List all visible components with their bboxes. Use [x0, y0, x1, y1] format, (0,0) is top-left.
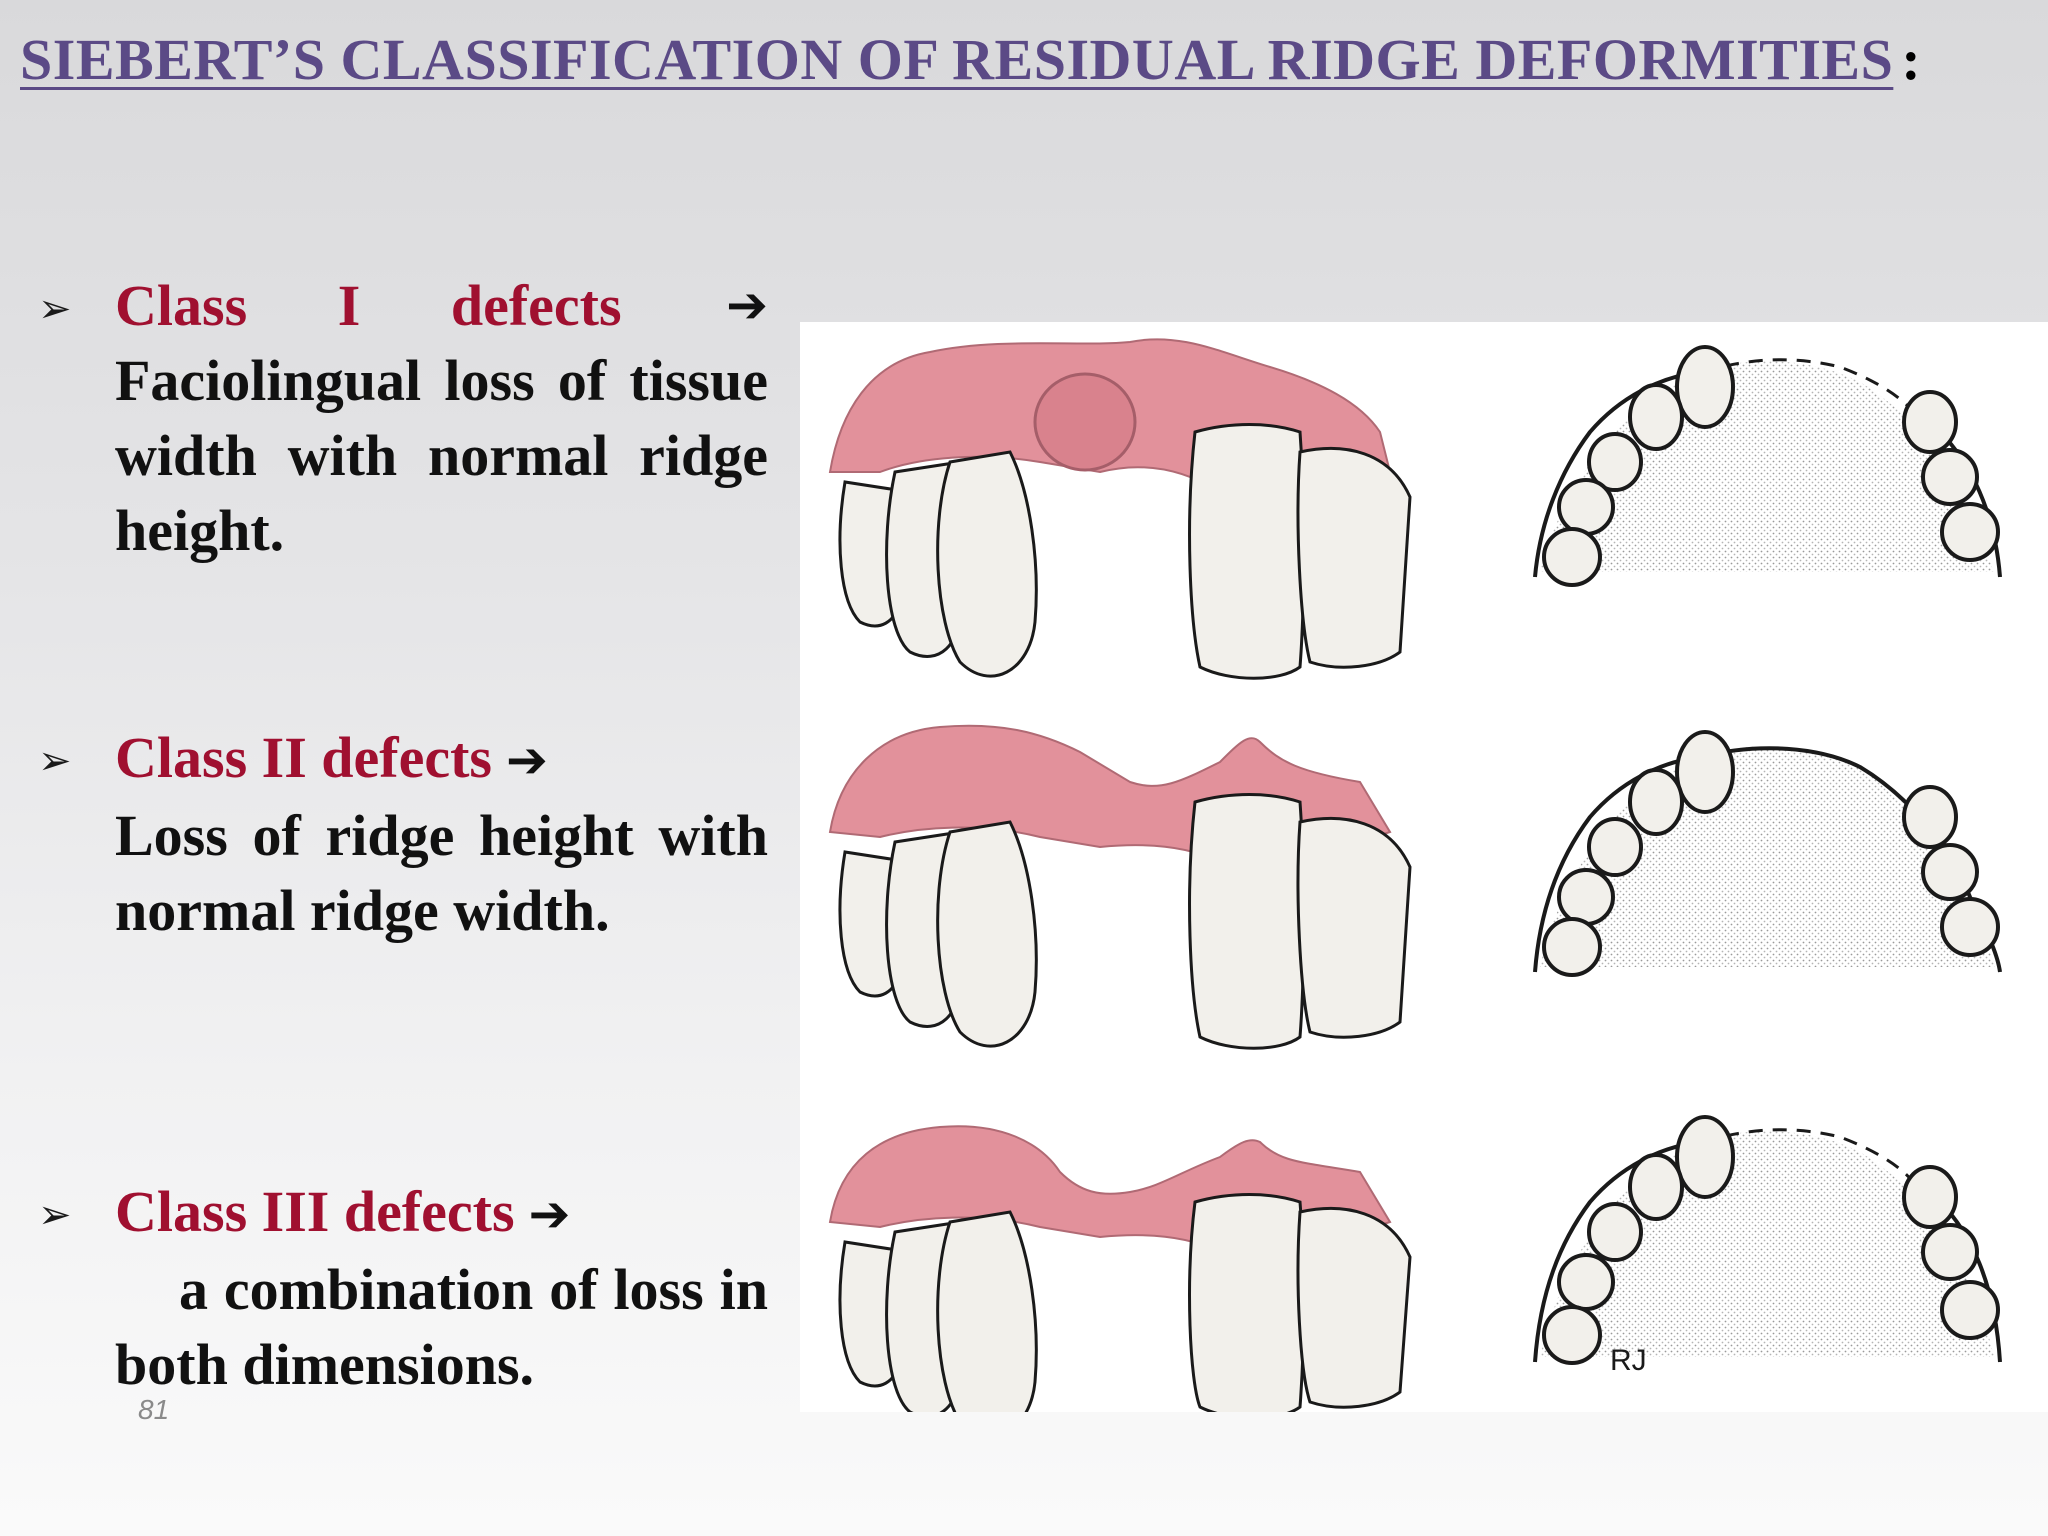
class-2-heading-text: Class II defects: [115, 725, 492, 790]
class-1-occlusal-view: [1533, 345, 2002, 587]
arrowhead-bullet-icon: ➢: [38, 1192, 72, 1238]
class-3-description: a combination of loss in both dimensions…: [115, 1252, 768, 1402]
arrowhead-bullet-icon: ➢: [38, 286, 72, 332]
class-1-item: ➢ Class I defects ➔ Faciolingual loss of…: [38, 268, 768, 568]
ridge-defect-svg: RJ: [828, 338, 2002, 1412]
class-1-description: Faciolingual loss of tissue width with n…: [115, 348, 768, 563]
slide-title: SIEBERT’S CLASSIFICATION OF RESIDUAL RID…: [20, 26, 2040, 93]
title-colon: :: [1901, 27, 1922, 92]
class-1-facial-view: [828, 338, 1412, 680]
ridge-defect-illustrations: RJ: [800, 322, 2048, 1412]
class-1-heading-word: defects: [450, 273, 622, 338]
class-3-item: ➢ Class III defects➔ a combination of lo…: [38, 1174, 768, 1402]
class-2-facial-view: [828, 724, 1412, 1050]
class-2-item: ➢ Class II defects➔ Loss of ridge height…: [38, 720, 768, 948]
class-2-description: Loss of ridge height with normal ridge w…: [115, 803, 768, 943]
class-1-heading: Class I defects ➔: [115, 268, 768, 343]
right-arrow-icon: ➔: [505, 731, 548, 789]
right-arrow-icon: ➔: [726, 276, 768, 334]
class-3-occlusal-view: RJ: [1533, 1115, 2002, 1377]
class-2-heading: Class II defects➔: [115, 720, 768, 798]
class-1-heading-word: Class: [115, 273, 248, 338]
page-number: 81: [138, 1394, 170, 1425]
class-2-occlusal-view: [1533, 730, 2002, 977]
class-3-description-text: a combination of loss in both dimensions…: [115, 1257, 768, 1397]
class-3-heading: Class III defects➔: [115, 1174, 768, 1252]
class-1-heading-word: I: [337, 273, 361, 338]
class-3-heading-text: Class III defects: [115, 1179, 515, 1244]
class-3-facial-view: [828, 1125, 1412, 1412]
slide-title-text: SIEBERT’S CLASSIFICATION OF RESIDUAL RID…: [20, 27, 1894, 92]
illustrator-initials: RJ: [1610, 1344, 1647, 1377]
right-arrow-icon: ➔: [528, 1185, 571, 1243]
arrowhead-bullet-icon: ➢: [38, 738, 72, 784]
